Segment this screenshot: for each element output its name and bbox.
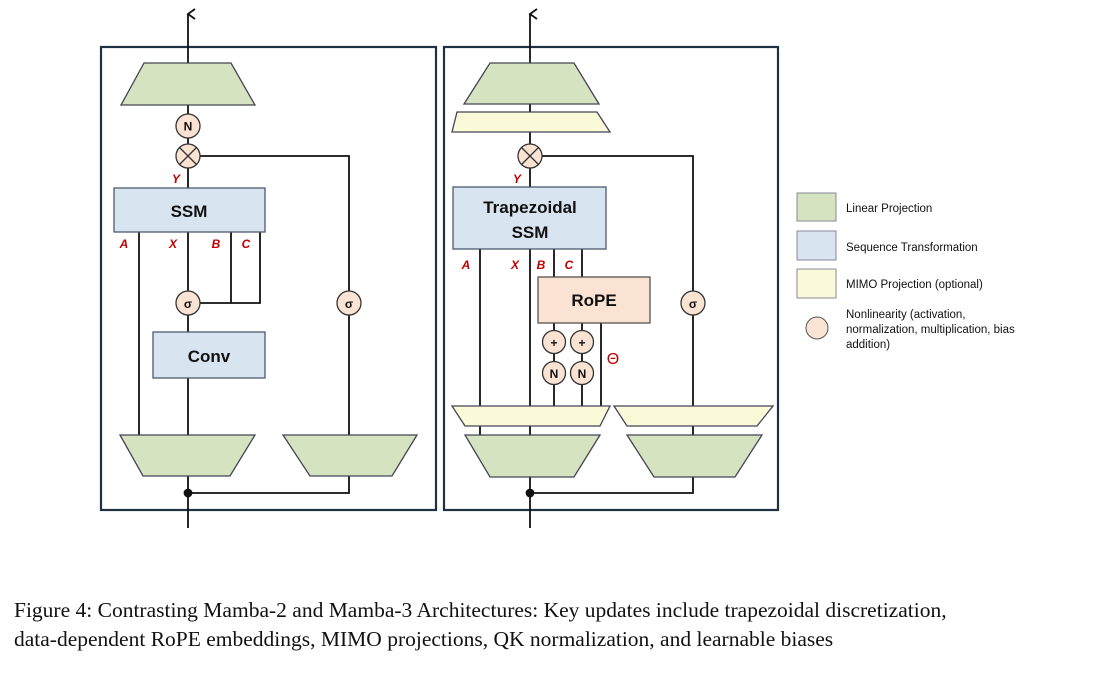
mamba2-label-a: A [119, 237, 129, 251]
mamba2-gate-path [200, 155, 350, 435]
mamba2-frame [99, 45, 438, 512]
mamba2-norm-node [175, 113, 201, 139]
caption-line-2: data-dependent RoPE embeddings, MIMO pro… [14, 627, 834, 651]
legend-swatch-linear [796, 192, 837, 222]
mamba3-multiply-node [517, 143, 543, 169]
mamba3-out-projection [462, 62, 601, 105]
legend-label-nonlinearity-3: addition) [846, 339, 890, 351]
legend-label-mimo: MIMO Projection (optional) [846, 279, 983, 291]
mamba2-c-line [188, 232, 261, 304]
mamba2-multiply-node [175, 143, 201, 169]
mamba2-gate-sigma-symbol: σ [345, 297, 353, 311]
legend-label-sequence: Sequence Transformation [846, 242, 978, 254]
mamba3-norm-symbol-b: N [550, 367, 559, 381]
mamba3-plus-symbol-c: + [578, 336, 585, 350]
legend-label-linear: Linear Projection [846, 203, 932, 215]
mamba3-in-mimo-projection-left [450, 405, 612, 427]
mamba3-label-y: Y [513, 172, 522, 186]
mamba2-sigma-node [175, 290, 201, 316]
mamba3-norm-symbol-c: N [578, 367, 587, 381]
mamba3-rope-label: RoPE [571, 291, 616, 310]
mamba3-ssm-label-line2: SSM [512, 223, 549, 242]
legend-swatch-sequence [796, 230, 837, 261]
mamba3-out-mimo-projection [451, 111, 612, 133]
legend-swatch-mimo [796, 268, 837, 299]
legend [796, 192, 837, 340]
mamba3-label-c: C [565, 258, 574, 272]
mamba2-out-projection [119, 62, 257, 106]
mamba2-split-dot [183, 488, 193, 498]
mamba2-sigma-symbol: σ [184, 297, 192, 311]
legend-swatch-nonlinearity [805, 316, 829, 340]
mamba3-theta-label: Θ [607, 351, 619, 368]
mamba3-input-split [530, 477, 694, 494]
mamba3-panel [442, 8, 780, 528]
mamba3-gate-sigma-node [680, 290, 706, 316]
mamba3-ssm-label-line1: Trapezoidal [483, 198, 577, 217]
mamba3-in-projection-left [463, 434, 602, 478]
mamba2-in-projection-left [118, 434, 257, 477]
legend-label-nonlinearity-2: normalization, multiplication, bias [846, 324, 1015, 336]
mamba2-ssm-label: SSM [171, 202, 208, 221]
legend-label-nonlinearity-1: Nonlinearity (activation, [846, 309, 966, 321]
mamba2-input-split [188, 476, 350, 494]
mamba3-label-b: B [537, 258, 546, 272]
mamba3-split-dot [525, 488, 535, 498]
caption-line-1: Figure 4: Contrasting Mamba-2 and Mamba-… [14, 598, 947, 622]
mamba2-label-c: C [242, 237, 251, 251]
mamba2-in-projection-right [281, 434, 419, 477]
mamba2-label-y: Y [172, 172, 181, 186]
mamba3-norm-node-c [569, 360, 595, 386]
figure-caption: Figure 4: Contrasting Mamba-2 and Mamba-… [14, 596, 1094, 654]
mamba3-plus-symbol-b: + [550, 336, 557, 350]
mamba3-in-mimo-projection-right [612, 405, 775, 427]
mamba3-rope-block [537, 276, 651, 324]
mamba2-panel [99, 8, 438, 528]
mamba2-label-b: B [212, 237, 221, 251]
mamba2-gate-sigma-node [336, 290, 362, 316]
mamba2-label-x: X [168, 237, 178, 251]
mamba2-conv-label: Conv [188, 347, 231, 366]
mamba3-ssm-block [452, 186, 607, 250]
mamba3-norm-node-b [541, 360, 567, 386]
mamba2-ssm-block [113, 187, 266, 233]
mamba3-frame [442, 45, 780, 512]
mamba3-label-x: X [510, 258, 520, 272]
mamba3-in-projection-right [625, 434, 764, 478]
mamba3-gate-sigma-symbol: σ [689, 297, 697, 311]
mamba3-gate-path [542, 155, 694, 406]
mamba3-bias-node-b [541, 329, 567, 355]
mamba3-label-a: A [461, 258, 471, 272]
mamba2-norm-symbol: N [184, 120, 193, 134]
mamba3-bias-node-c [569, 329, 595, 355]
mamba2-conv-block [152, 331, 266, 379]
